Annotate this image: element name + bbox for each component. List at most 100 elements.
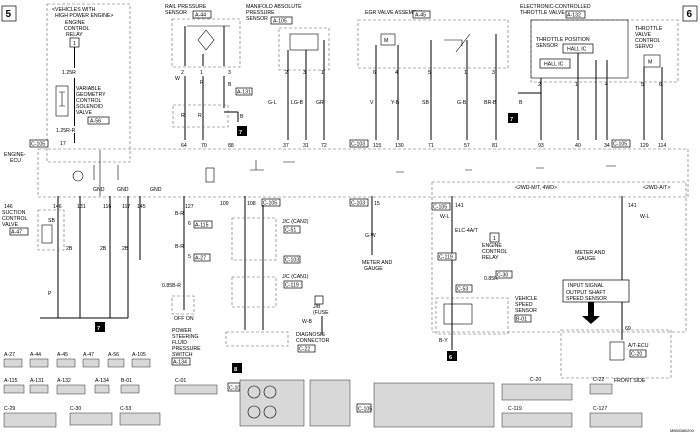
ecu-gnd-1: GND (93, 187, 105, 193)
atecu-conn: C-20 (631, 352, 642, 358)
etv-pin-1: 1 (575, 82, 578, 88)
conn-c103-b: C-103 (351, 201, 365, 207)
pin-146: 146 (53, 204, 62, 210)
meter2-label-1: METER AND (575, 250, 606, 256)
wire-2b-1: 2B (66, 246, 73, 252)
c127-conn: C-119 (439, 255, 453, 261)
legend-c29: C-29 (4, 406, 15, 412)
pin-88: 88 (228, 143, 234, 149)
ecu-label-2: ECU (10, 158, 21, 164)
pin-117: 117 (122, 204, 130, 210)
down-arrow-icon (582, 302, 600, 324)
atecu-pin-69: 69 (625, 326, 631, 332)
egr-pin-4: 4 (395, 70, 398, 76)
jc-can1-conn: C-119 (285, 283, 299, 289)
is-label-1: INPUT SIGNAL (568, 283, 604, 289)
conn-c53-a: C-103 (285, 258, 299, 264)
marker-6-label: 6 (449, 355, 452, 361)
legend-a47: A-47 (83, 352, 94, 358)
marker-7a (237, 126, 247, 136)
pin-34: 34 (604, 143, 610, 149)
ps-conn: A-134 (173, 360, 187, 366)
tps-label-1: THROTTLE POSITION (536, 37, 590, 43)
wire-w: W (175, 76, 180, 82)
etv-pin-5: 5 (641, 82, 644, 88)
marker-8 (232, 363, 242, 373)
wire-wl: W-L (440, 214, 450, 220)
marker-7b-label: 7 (510, 117, 513, 123)
pin-64: 64 (181, 143, 187, 149)
legend-a56: A-56 (108, 352, 119, 358)
pin-57: 57 (464, 143, 470, 149)
diag-label-1: DIAGNOSIS (296, 332, 325, 338)
wire-by: B-Y (439, 338, 448, 344)
pin-109: 109 (220, 201, 229, 207)
input-signal-box (562, 279, 630, 303)
marker-7a-label: 7 (239, 130, 242, 136)
ecr-label-2: CONTROL (64, 26, 89, 32)
wire-gb: G-B (457, 100, 467, 106)
wire-sb-2: SB (48, 218, 55, 224)
legend-a132: A-132 (57, 378, 71, 384)
wire-r-2: R (181, 113, 185, 119)
wire-1.25r-r: 1.25R-R (56, 128, 76, 134)
map-pin-3: 3 (303, 70, 306, 76)
vgc-conn: A-56 (90, 119, 101, 125)
meter2-label-2: GAUGE (577, 256, 596, 262)
vgc-label-2: GEOMETRY (76, 92, 106, 98)
suction-label-3: VALVE (2, 222, 18, 228)
wire-b-2: B (240, 114, 244, 120)
vgc-label-4: SOLENOID (76, 104, 103, 110)
wire-gl: G-L (268, 100, 277, 106)
a115-pin: 6 (188, 221, 191, 227)
rail-pin-2: 2 (181, 70, 184, 76)
conn-c103-c: C-105 (433, 205, 447, 211)
ecr-label-3: RELAY (66, 32, 83, 38)
suction-conn: A-47 (11, 230, 22, 236)
etv-pin-6: 6 (659, 82, 662, 88)
rail-label-2: SENSOR (165, 10, 187, 16)
rail-pin-1: 1 (200, 70, 203, 76)
high-power-engine-box (46, 3, 131, 163)
ecr-marker-num: 1 (493, 236, 496, 242)
ecr-label-1: ENGINE (65, 20, 85, 26)
a131-conn: A-131 (237, 90, 251, 96)
legend-a134: A-134 (95, 378, 109, 384)
vss-label-1: VEHICLE (515, 296, 538, 302)
tvcs-label-2: VALVE (635, 32, 651, 38)
pin-37: 37 (283, 143, 289, 149)
tvcs-label-1: THROTTLE (635, 26, 663, 32)
jb-label-2: (FUSE (313, 310, 329, 316)
pin-81: 81 (492, 143, 498, 149)
wire-b: B (228, 82, 232, 88)
diag-conn: C-22 (299, 347, 310, 353)
etv-label-2: THROTTLE VALVE (520, 10, 565, 16)
hall-ic-2: HALL IC (544, 62, 564, 68)
conn-c103-a: C-103 (351, 142, 365, 148)
legend-c127: C-127 (593, 406, 607, 412)
pin-141-a: 141 (455, 203, 464, 209)
marker-7c (95, 322, 105, 332)
ps-label-3: FLUID (172, 340, 187, 346)
legend-c20: C-20 (530, 377, 541, 383)
ecu-label-1: ENGINE- (4, 152, 26, 158)
legend-b01: B-01 (121, 378, 132, 384)
conn-c105-c: C-105 (263, 201, 277, 207)
ps-offon: OFF ON (174, 316, 194, 322)
legend-c119: C-119 (508, 406, 522, 412)
legend-c103: C-103 (229, 386, 243, 392)
etv-label-1: ELECTRONIC-CONTROLLED (520, 4, 591, 10)
wire-gr: GR (316, 100, 324, 106)
wire-r: R (200, 80, 204, 86)
is-label-2: OUTPUT SHAFT (566, 290, 607, 296)
2wd-region (431, 181, 687, 333)
wire-sb: SB (422, 100, 429, 106)
tag-2wd-at: <2WD-A/T> (643, 185, 670, 191)
legend-c105: C-105 (358, 407, 372, 413)
a115-conn: A-115 (195, 223, 209, 229)
page-number-right: 6 (687, 9, 693, 20)
pin-15: 15 (374, 201, 380, 207)
c30-conn: C-53 (457, 287, 468, 293)
tvcs-label-4: SERVO (635, 44, 653, 50)
vss-label-2: SPEED (515, 302, 533, 308)
